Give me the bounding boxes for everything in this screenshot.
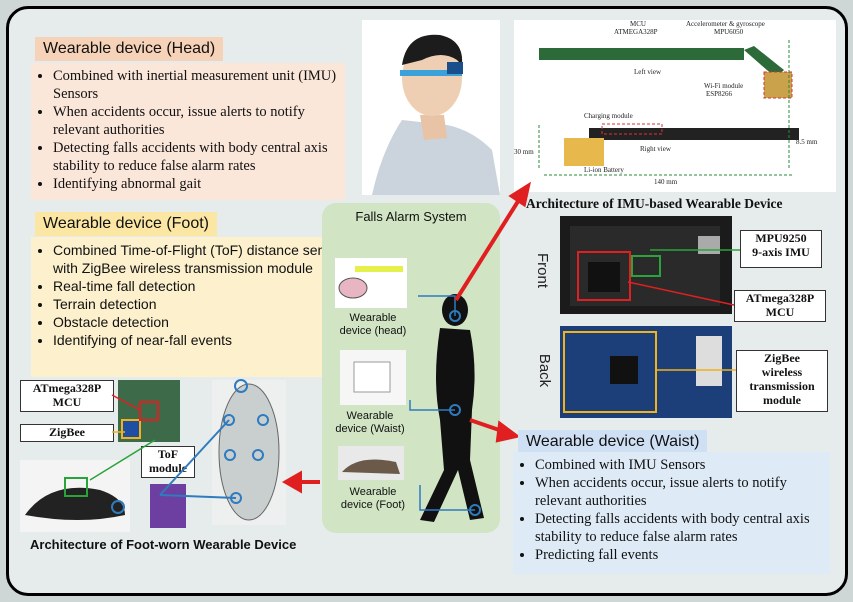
head-bullet: When accidents occur, issue alerts to no…: [53, 103, 345, 139]
waist-bullets: Combined with IMU Sensors When accidents…: [513, 452, 830, 574]
imu-accel-chip: MPU6050: [714, 28, 744, 36]
head-device-label: Wearable device (head): [339, 312, 407, 337]
imu-battery-label: Li-ion Battery: [584, 166, 624, 174]
imu-wifi-chip: ESP8266: [706, 90, 733, 98]
foot-device-label: Wearable device (Foot): [340, 486, 406, 511]
zigbee-imu-label: ZigBee wireless transmission module: [736, 350, 828, 412]
red-arrows: [281, 181, 531, 494]
mpu9250-label: MPU9250 9-axis IMU: [740, 230, 822, 268]
head-title: Wearable device (Head): [35, 37, 224, 61]
foot-title: Wearable device (Foot): [35, 212, 217, 236]
sandal-photo: [20, 460, 130, 532]
waist-device-photo: [340, 350, 406, 405]
foot-caption: Architecture of Foot-worn Wearable Devic…: [30, 537, 297, 552]
imu-right-view: Right view: [640, 145, 671, 153]
zigbee-foot-label: ZigBee: [20, 424, 114, 442]
imu-dim-height: 30 mm: [514, 148, 534, 156]
imu-left-view: Left view: [634, 68, 662, 76]
atmega-foot-label: ATmega328P MCU: [20, 380, 114, 412]
foot-bullet: Combined Time-of-Flight (ToF) distance s…: [53, 241, 345, 277]
waist-title: Wearable device (Waist): [518, 430, 708, 454]
head-bullets: Combined with inertial measurement unit …: [31, 63, 345, 200]
imu-mcu-label: MCU: [630, 20, 646, 28]
atmega-imu-label: ATmega328P MCU: [734, 290, 826, 322]
foot-bullet: Identifying of near-fall events: [53, 331, 345, 349]
imu-dim-thickness: 8.5 mm: [796, 138, 818, 146]
person-silhouette: [420, 294, 484, 522]
tof-foot-label: ToF module: [141, 446, 195, 478]
head-bullet: Detecting falls accidents with body cent…: [53, 139, 345, 175]
person-head-photo: [362, 20, 500, 195]
head-bullet: Identifying abnormal gait: [53, 175, 345, 193]
foot-bullets: Combined Time-of-Flight (ToF) distance s…: [31, 237, 345, 377]
imu-charging-label: Charging module: [584, 112, 633, 120]
imu-dim-width: 140 mm: [654, 178, 678, 186]
tof-module-photo: [150, 484, 186, 528]
foot-device-photo: [338, 446, 404, 480]
foot-board-photo: [118, 380, 180, 442]
waist-bullet: Detecting falls accidents with body cent…: [535, 510, 830, 546]
foot-bullet: Obstacle detection: [53, 313, 345, 331]
foot-bullet: Real-time fall detection: [53, 277, 345, 295]
glasses-photo: [335, 258, 407, 308]
imu-wifi-label: Wi-Fi module: [704, 82, 744, 90]
imu-device-photo: MCU ATMEGA328P Accelerometer & gyroscope…: [514, 20, 836, 192]
foot-bullet: Terrain detection: [53, 295, 345, 313]
imu-accel-label: Accelerometer & gyroscope: [686, 20, 765, 28]
waist-device-label: Wearable device (Waist): [335, 410, 405, 435]
head-bullet: Combined with inertial measurement unit …: [53, 67, 345, 103]
waist-bullet: Combined with IMU Sensors: [535, 456, 830, 474]
back-board-photo: [560, 326, 732, 418]
falls-alarm-title: Falls Alarm System: [355, 209, 467, 224]
waist-bullet: When accidents occur, issue alerts to no…: [535, 474, 830, 510]
imu-caption: Architecture of IMU-based Wearable Devic…: [526, 196, 783, 211]
waist-bullet: Predicting fall events: [535, 546, 830, 564]
imu-mcu-chip: ATMEGA328P: [614, 28, 658, 36]
